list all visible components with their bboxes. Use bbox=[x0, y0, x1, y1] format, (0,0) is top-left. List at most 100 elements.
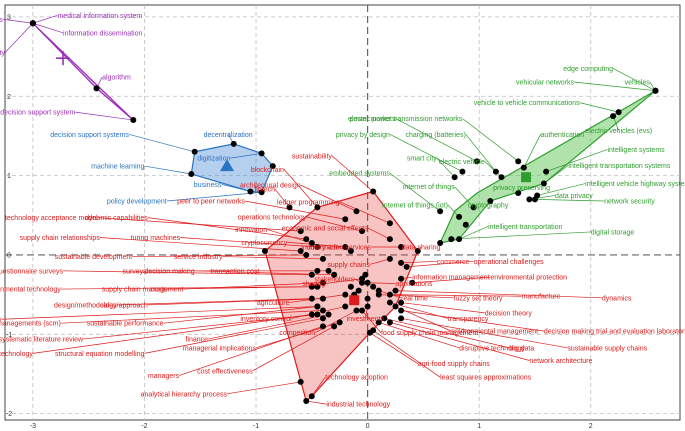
plot-area bbox=[4, 4, 681, 421]
point-label: investments bbox=[347, 316, 385, 323]
label-leader bbox=[132, 254, 307, 257]
label-leader bbox=[283, 169, 318, 208]
point-label: industrial technology bbox=[326, 402, 390, 409]
data-point bbox=[364, 303, 371, 310]
point-label: smart city bbox=[407, 156, 437, 163]
y-tick-label: 0 bbox=[7, 252, 11, 259]
label-leader bbox=[401, 260, 437, 264]
data-point bbox=[297, 378, 304, 385]
data-point bbox=[188, 171, 195, 178]
data-point bbox=[308, 283, 315, 290]
y-tick-label: 1 bbox=[7, 173, 11, 180]
label-leader bbox=[389, 322, 530, 361]
point-labels: genomicsmedical information systeminform… bbox=[0, 13, 685, 409]
data-point bbox=[269, 163, 276, 170]
point-label: decision support systems bbox=[50, 132, 129, 139]
label-leader bbox=[543, 165, 569, 184]
label-leader bbox=[144, 318, 324, 354]
data-point bbox=[130, 117, 137, 124]
point-label: decision theory bbox=[485, 310, 533, 317]
label-leader bbox=[412, 276, 491, 284]
point-label: systematic literature review bbox=[0, 337, 84, 344]
label-leader bbox=[144, 165, 192, 175]
data-point bbox=[258, 189, 265, 196]
point-label: commerce bbox=[437, 259, 470, 266]
label-leader bbox=[612, 68, 656, 92]
point-label: decentralization bbox=[204, 132, 253, 139]
label-leader bbox=[389, 134, 463, 172]
data-point bbox=[398, 299, 405, 306]
data-point bbox=[386, 255, 393, 262]
label-leader bbox=[451, 231, 591, 240]
label-leader bbox=[573, 81, 656, 92]
label-leader bbox=[331, 155, 374, 192]
data-point bbox=[370, 283, 377, 290]
point-label: applications bbox=[395, 281, 432, 288]
label-leader bbox=[147, 217, 307, 240]
data-point bbox=[386, 299, 393, 306]
data-point bbox=[398, 315, 405, 322]
point-label: surveys bbox=[123, 268, 148, 275]
label-leader bbox=[252, 326, 335, 372]
label-leader bbox=[389, 294, 522, 297]
label-leader bbox=[367, 227, 391, 240]
point-label: sustainability bbox=[292, 153, 333, 160]
point-label: service industry bbox=[174, 254, 223, 261]
data-point bbox=[29, 20, 36, 27]
data-point bbox=[347, 247, 354, 254]
data-point bbox=[375, 291, 382, 298]
point-label: inventory control bbox=[240, 316, 292, 323]
data-point bbox=[314, 204, 321, 211]
data-point bbox=[462, 221, 469, 228]
point-label: least squares approximations bbox=[440, 375, 532, 382]
label-leader bbox=[401, 310, 544, 332]
purple-cluster-hull bbox=[32, 22, 134, 121]
label-leader bbox=[183, 282, 323, 290]
data-point bbox=[191, 148, 198, 155]
data-point bbox=[325, 267, 332, 274]
label-leader bbox=[221, 183, 251, 192]
data-point bbox=[370, 327, 377, 334]
label-leader bbox=[406, 260, 474, 268]
data-point bbox=[392, 303, 399, 310]
point-label: intelligent transportation systems bbox=[568, 163, 670, 170]
label-leader bbox=[465, 134, 497, 172]
point-label: privacy preserving bbox=[493, 185, 550, 192]
point-label: costs bbox=[150, 287, 167, 294]
label-leader bbox=[339, 201, 391, 224]
label-leader bbox=[32, 314, 312, 354]
label-leader bbox=[311, 376, 326, 397]
data-point bbox=[314, 244, 321, 251]
data-point bbox=[392, 287, 399, 294]
point-label: sustainable supply chains bbox=[567, 345, 647, 352]
point-label: finance bbox=[185, 337, 208, 344]
blue-centroid bbox=[220, 159, 235, 172]
label-leader bbox=[462, 118, 519, 162]
point-label: authentication bbox=[541, 132, 585, 139]
point-label: food supply bbox=[0, 317, 2, 324]
data-point bbox=[409, 279, 416, 286]
data-point bbox=[314, 311, 321, 318]
point-label: fuzzy set theory bbox=[454, 295, 504, 302]
point-label: internet of things (iot) bbox=[382, 202, 448, 209]
label-leader bbox=[401, 318, 568, 349]
point-label: technology acceptance model bbox=[5, 215, 98, 222]
label-leader bbox=[207, 314, 329, 340]
data-point bbox=[526, 196, 533, 203]
label-leader bbox=[63, 270, 312, 276]
point-label: sustainable development bbox=[55, 254, 132, 261]
data-point bbox=[347, 283, 354, 290]
point-label: blockchain bbox=[251, 167, 284, 174]
data-point bbox=[540, 180, 547, 187]
data-point bbox=[381, 315, 388, 322]
label-leader bbox=[226, 381, 301, 395]
point-label: economic and social effects bbox=[282, 225, 368, 232]
label-leader bbox=[369, 258, 391, 265]
data-point bbox=[355, 287, 362, 294]
label-leader bbox=[523, 134, 541, 168]
point-label: network architecture bbox=[529, 358, 592, 365]
label-leader bbox=[454, 186, 474, 208]
data-point bbox=[386, 236, 393, 243]
red-centroid bbox=[349, 295, 360, 306]
